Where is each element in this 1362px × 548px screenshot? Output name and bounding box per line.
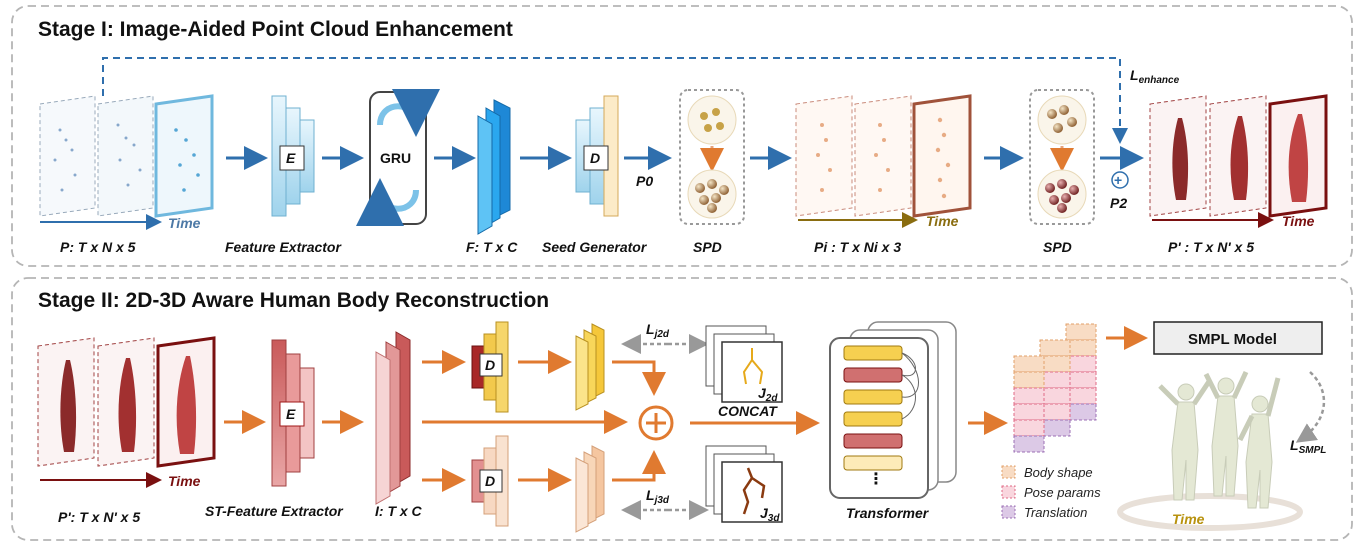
- svg-text:+: +: [1114, 172, 1122, 188]
- feature-i-blocks: [375, 331, 411, 505]
- feature-f-blocks: [477, 99, 511, 235]
- decoder-bottom: D: [471, 435, 509, 527]
- concat-label: CONCAT: [718, 403, 778, 419]
- spd-block-2: [1029, 89, 1095, 225]
- l-smpl-arrow: [1295, 371, 1326, 443]
- legend-swatch-body-shape: [1001, 465, 1016, 479]
- j3d-image: J3d: [705, 445, 783, 524]
- stage2-input-label: P': T x N' x 5: [58, 509, 140, 525]
- l-smpl-label: LSMPL: [1290, 437, 1326, 456]
- p0-label: P0: [636, 173, 653, 189]
- feature-extractor-encoder: E: [271, 95, 315, 217]
- feature-i-label: I: T x C: [375, 503, 423, 519]
- transformer-dots: ⋮: [868, 471, 884, 488]
- gru-label: GRU: [380, 150, 411, 166]
- output-label: P' : T x N' x 5: [1168, 239, 1254, 255]
- legend-swatch-translation: [1001, 505, 1016, 519]
- st-feature-extractor: E: [271, 339, 315, 487]
- input-point-cloud-frames: [39, 94, 214, 218]
- st-encoder-letter: E: [286, 406, 296, 422]
- l-j2d-label: Lj2d: [646, 321, 670, 340]
- st-extractor-label: ST-Feature Extractor: [205, 503, 344, 519]
- time-label-out: Time: [1172, 511, 1205, 527]
- time-label-1: Time: [168, 215, 201, 231]
- enhance-loss-label: Lenhance: [1130, 67, 1180, 86]
- smpl-param-stacks: [1013, 323, 1097, 453]
- smpl-model-label: SMPL Model: [1188, 331, 1277, 348]
- pi-label: Pi : T x Ni x 3: [814, 239, 901, 255]
- d-bottom-letter: D: [485, 473, 495, 489]
- feature-label: F: T x C: [466, 239, 518, 255]
- seed-generator-label: Seed Generator: [542, 239, 648, 255]
- stage1-frame: [11, 5, 1353, 267]
- spd-block-1: [679, 89, 745, 225]
- gru-block: GRU: [356, 88, 440, 227]
- output-point-cloud-frames: [1149, 94, 1328, 218]
- arrow-j3d-to-concat: [612, 450, 666, 482]
- time-label-2: Time: [926, 213, 959, 229]
- time-label-stage2: Time: [168, 473, 201, 489]
- d-top-letter: D: [485, 357, 495, 373]
- stage2-input-frames: [37, 336, 216, 468]
- legend-body-shape: Body shape: [1024, 465, 1093, 480]
- param-legend: Body shape Pose params Translation: [1001, 465, 1101, 520]
- j3d-feature-stack: [575, 445, 605, 533]
- decoder-letter: D: [590, 150, 600, 166]
- l-j3d-label: Lj3d: [646, 487, 670, 506]
- legend-pose-params: Pose params: [1024, 485, 1101, 500]
- spd-label-1: SPD: [693, 239, 722, 255]
- stage2-frame: [11, 277, 1353, 541]
- smpl-model-box: [1153, 321, 1323, 355]
- stage2-title: Stage II: 2D-3D Aware Human Body Reconst…: [38, 289, 549, 312]
- pi-point-cloud-frames: [795, 94, 972, 218]
- p2-label: P2: [1110, 195, 1127, 211]
- input-label: P: T x N x 5: [60, 239, 136, 255]
- smpl-human-meshes: [1117, 370, 1303, 531]
- enhance-loss-path: [102, 57, 1128, 144]
- encoder-letter: E: [286, 150, 296, 166]
- feature-extractor-label: Feature Extractor: [225, 239, 342, 255]
- j2d-feature-stack: [575, 323, 605, 411]
- seed-generator-decoder: D: [575, 95, 619, 217]
- decoder-top: D: [471, 321, 509, 413]
- legend-swatch-pose-params: [1001, 485, 1016, 499]
- stage1-title: Stage I: Image-Aided Point Cloud Enhance…: [38, 18, 513, 41]
- transformer-block: ⋮: [829, 321, 957, 499]
- arrow-j2d-to-concat: [612, 360, 666, 396]
- add-operator-icon: [1111, 171, 1129, 189]
- legend-translation: Translation: [1024, 505, 1087, 520]
- spd-label-2: SPD: [1043, 239, 1072, 255]
- j2d-image: J2d: [705, 325, 783, 404]
- transformer-label: Transformer: [846, 505, 930, 521]
- time-label-3: Time: [1282, 213, 1315, 229]
